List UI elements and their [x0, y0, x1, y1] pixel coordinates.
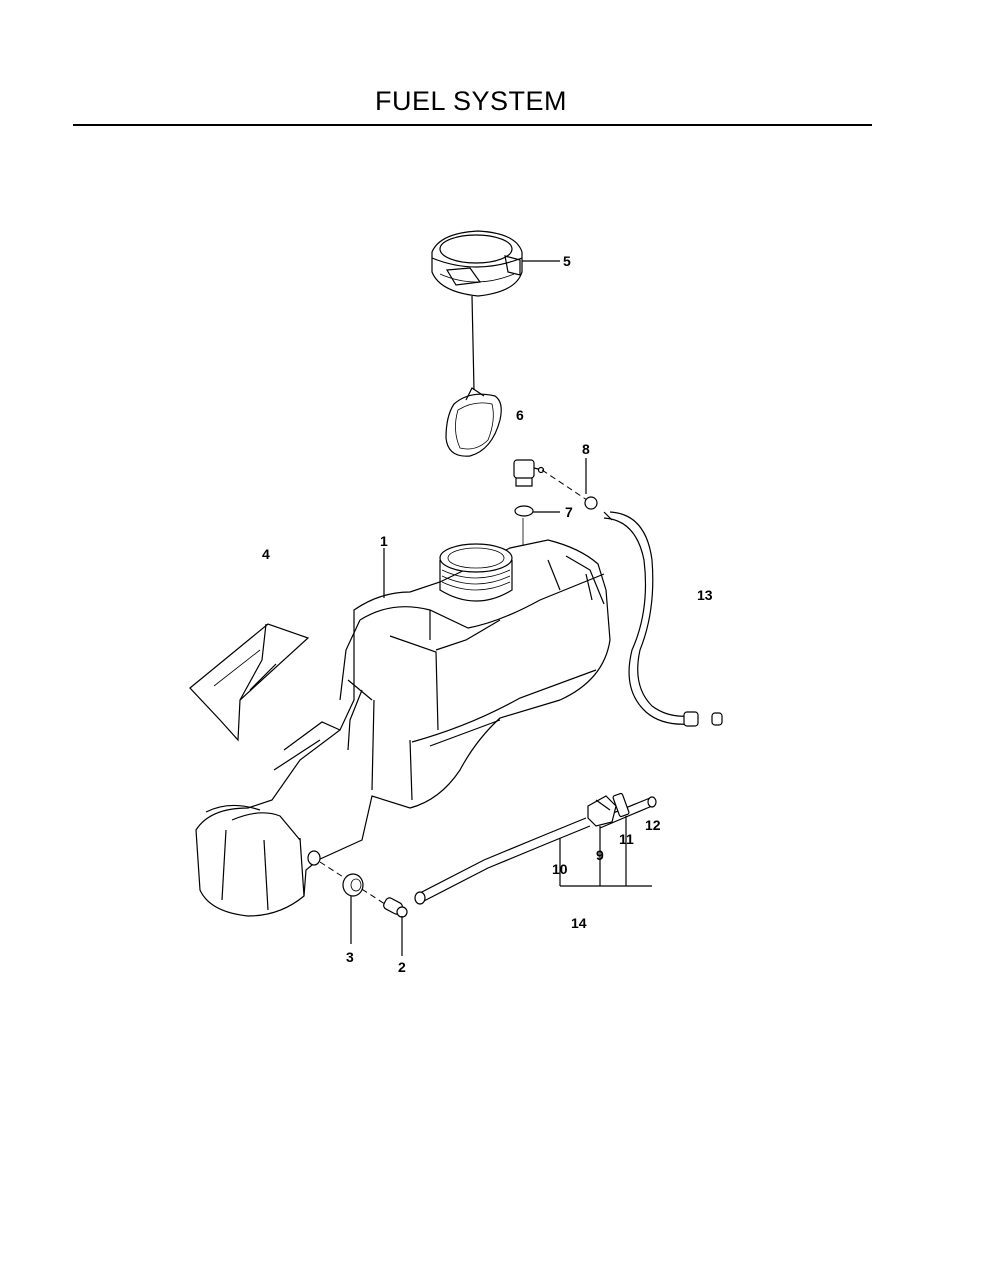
callout-11: 11: [619, 831, 634, 847]
callout-5: 5: [563, 253, 571, 269]
callout-7: 7: [565, 504, 573, 520]
callout-2: 2: [398, 959, 406, 975]
callout-10: 10: [552, 861, 568, 877]
page-title: FUEL SYSTEM: [374, 86, 568, 116]
fuel-tank: [195, 539, 611, 917]
tank-fitting: [383, 897, 408, 918]
shutoff-valve: [587, 792, 657, 827]
callout-8: 8: [582, 441, 590, 457]
callout-6: 6: [516, 407, 524, 423]
clamp-8: [584, 496, 598, 510]
callout-1: 1: [380, 533, 388, 549]
callout-9: 9: [596, 847, 604, 863]
callout-3: 3: [346, 949, 354, 965]
fuel-strainer: [445, 387, 502, 457]
bushing: [342, 873, 364, 897]
callout-13: 13: [697, 587, 713, 603]
fuel-line: [414, 797, 653, 905]
callout-14: 14: [571, 915, 587, 931]
vent-fitting: [513, 459, 545, 487]
callout-12: 12: [645, 817, 661, 833]
title-rule: [73, 124, 872, 126]
vent-hose: [603, 511, 723, 727]
callout-4: 4: [262, 546, 270, 562]
fuel-cap: [431, 230, 523, 297]
heat-shield: [189, 623, 310, 742]
grommet: [514, 505, 534, 517]
